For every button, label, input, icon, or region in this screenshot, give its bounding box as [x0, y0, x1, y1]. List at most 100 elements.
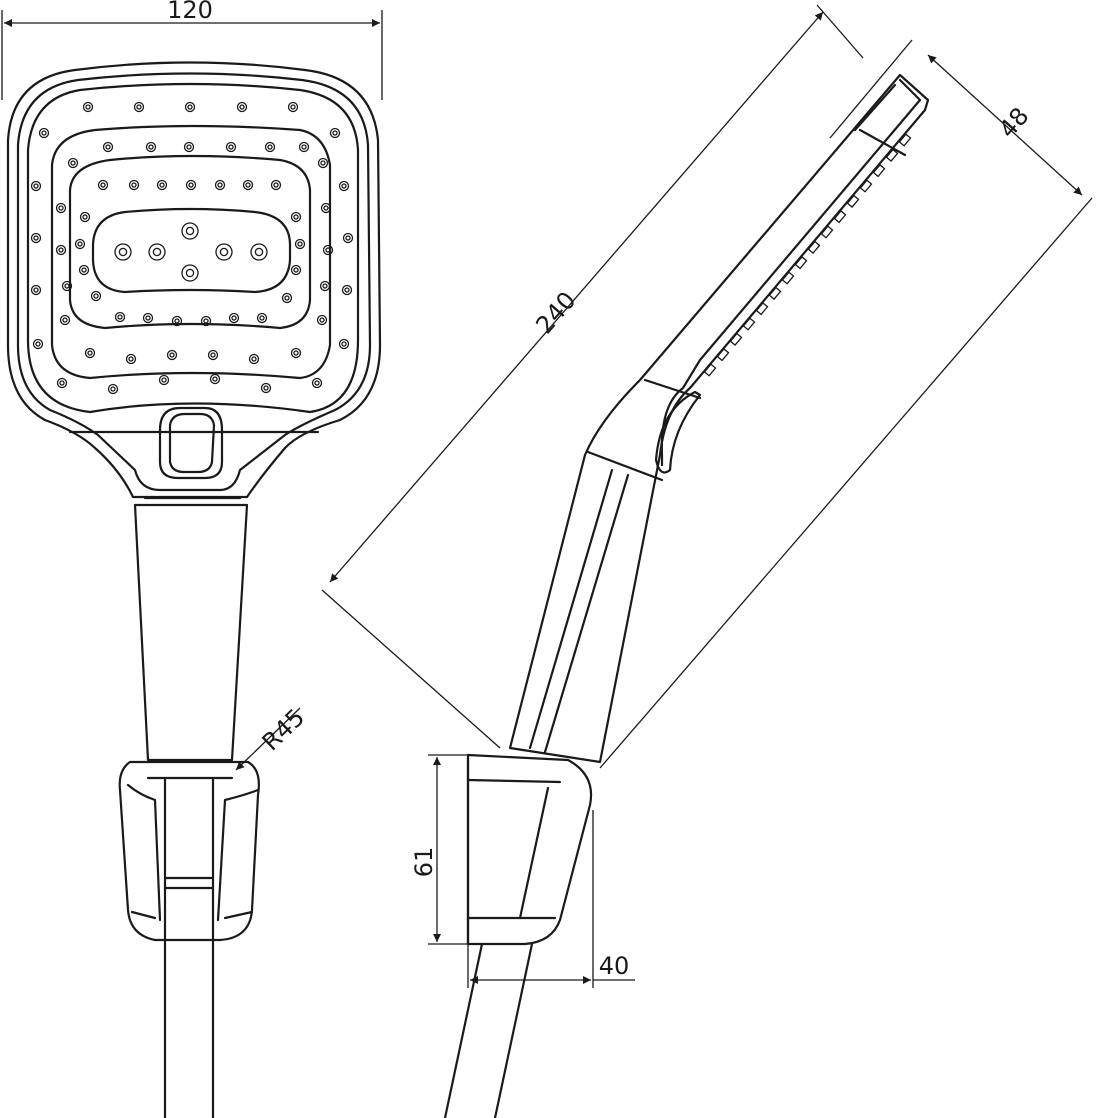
nozzle: [316, 314, 328, 326]
nozzle: [342, 232, 354, 244]
side-nozzle: [833, 209, 847, 224]
nozzle: [207, 349, 219, 361]
side-nozzle: [859, 179, 873, 193]
head-inner-outline: [16, 72, 372, 492]
nozzle: [294, 238, 306, 250]
holder-height-label: 61: [410, 847, 438, 878]
side-hose-right: [493, 942, 534, 1118]
nozzle: [148, 243, 166, 261]
nozzle: [171, 315, 183, 327]
width-label: 120: [167, 0, 213, 24]
nozzle: [38, 127, 50, 139]
mode-button: [158, 406, 224, 480]
nozzle: [67, 157, 79, 169]
spray-face-outline: [26, 82, 360, 414]
nozzle: [322, 244, 334, 256]
nozzle: [250, 243, 268, 261]
nozzle: [82, 101, 94, 113]
nozzle: [97, 179, 109, 191]
spray-ring-2: [50, 124, 332, 380]
nozzle: [59, 314, 71, 326]
nozzle: [215, 243, 233, 261]
length-label: 240: [530, 286, 581, 339]
nozzle: [183, 141, 195, 153]
spray-ring-3: [68, 154, 312, 330]
nozzle: [145, 141, 157, 153]
side-nozzle: [898, 133, 912, 147]
nozzle: [133, 101, 145, 113]
nozzle-group: [30, 101, 354, 395]
holder-outer: [118, 760, 260, 942]
holder-side: [443, 753, 593, 1118]
nozzle: [290, 264, 302, 276]
nozzle: [270, 179, 282, 191]
side-nozzle: [768, 286, 782, 301]
side-nozzle: [807, 240, 821, 255]
side-nozzle: [755, 301, 769, 316]
nozzle: [125, 353, 137, 365]
nozzle: [102, 141, 114, 153]
nozzle: [158, 374, 170, 386]
nozzle: [185, 179, 197, 191]
side-front-face: [660, 78, 922, 467]
side-nozzle: [703, 363, 717, 377]
side-nozzle: [794, 255, 808, 270]
nozzle: [90, 290, 102, 302]
depth-label: 48: [993, 102, 1034, 143]
mode-button-inner: [168, 412, 216, 474]
nozzle: [298, 141, 310, 153]
holder-height-dimension: 61: [410, 754, 468, 945]
nozzle: [79, 211, 91, 223]
side-nozzle: [781, 271, 795, 285]
nozzle: [200, 315, 212, 327]
nozzle: [228, 312, 240, 324]
side-trigger: [654, 390, 702, 474]
nozzle: [256, 312, 268, 324]
nozzle: [30, 232, 42, 244]
nozzle: [260, 382, 272, 394]
spray-center-zone: [91, 207, 292, 294]
nozzle: [74, 238, 86, 250]
nozzle: [55, 244, 67, 256]
radius-label: R45: [257, 703, 310, 756]
nozzle: [264, 141, 276, 153]
nozzle: [181, 264, 199, 282]
nozzle: [78, 264, 90, 276]
side-nozzle: [820, 225, 834, 239]
side-hose-left: [443, 942, 484, 1118]
side-nozzle-group: [703, 133, 912, 377]
nozzle: [338, 180, 350, 192]
side-nozzle: [742, 317, 756, 331]
nozzle: [114, 243, 132, 261]
handle-front: [133, 503, 249, 762]
side-nozzle: [729, 332, 743, 347]
nozzle: [329, 127, 341, 139]
nozzle: [84, 347, 96, 359]
side-nozzle: [872, 163, 886, 178]
nozzle: [184, 101, 196, 113]
nozzle: [209, 373, 221, 385]
nozzle: [290, 211, 302, 223]
nozzle: [61, 280, 73, 292]
nozzle: [248, 353, 260, 365]
length-dimension: 240: [321, 4, 864, 749]
nozzle: [156, 179, 168, 191]
nozzle: [30, 180, 42, 192]
nozzle: [166, 349, 178, 361]
nozzle: [341, 284, 353, 296]
nozzle: [142, 312, 154, 324]
nozzle: [311, 377, 323, 389]
nozzle: [290, 347, 302, 359]
depth-dimension: 48: [599, 39, 1093, 769]
nozzle: [181, 222, 199, 240]
front-view: 120: [1, 0, 383, 1118]
nozzle: [236, 101, 248, 113]
side-nozzle: [716, 347, 730, 362]
nozzle: [338, 338, 350, 350]
nozzle: [114, 311, 126, 323]
holder-depth-label: 40: [599, 952, 630, 980]
nozzle: [281, 292, 293, 304]
nozzle: [242, 179, 254, 191]
nozzle: [317, 157, 329, 169]
